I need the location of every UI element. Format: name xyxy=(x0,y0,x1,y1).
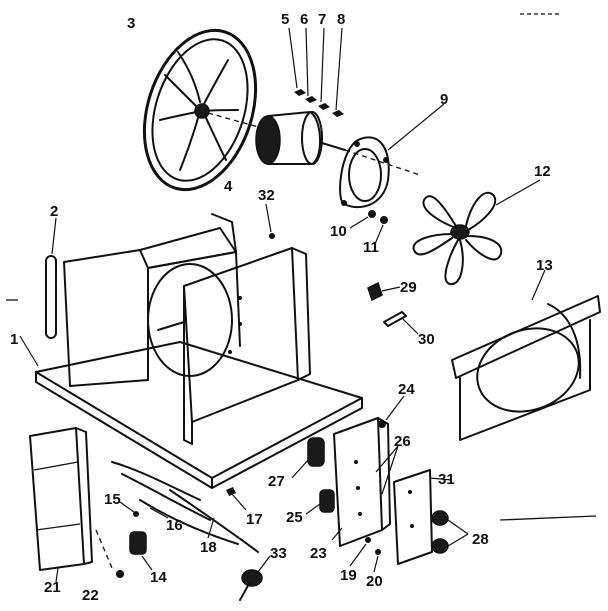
blower-wheel-part-3 xyxy=(142,28,263,192)
motor-mount-part-9 xyxy=(339,103,445,209)
callout-18: 18 xyxy=(200,539,217,556)
motor-part-4 xyxy=(255,111,421,176)
callout-20: 20 xyxy=(366,573,383,590)
hardware-part-24 xyxy=(378,395,405,428)
side-bracket-part-21 xyxy=(29,427,93,583)
callout-23: 23 xyxy=(310,545,327,562)
callout-11: 11 xyxy=(363,239,379,256)
callout-9: 9 xyxy=(440,91,448,108)
callout-28: 28 xyxy=(472,531,489,548)
gasket-part-2 xyxy=(45,217,57,339)
callout-24: 24 xyxy=(398,381,415,398)
callout-6: 6 xyxy=(300,11,308,28)
hardware-parts-10-11 xyxy=(349,210,388,245)
callout-30: 30 xyxy=(418,331,435,348)
callout-15: 15 xyxy=(104,491,121,508)
housing-bracket-part-32 xyxy=(157,203,311,445)
callout-26: 26 xyxy=(394,433,411,450)
callout-22: 22 xyxy=(82,587,99,604)
callout-21: 21 xyxy=(44,579,61,596)
callout-19: 19 xyxy=(340,567,357,584)
wire-harness-parts-14-18 xyxy=(111,461,259,571)
callout-5: 5 xyxy=(281,11,289,28)
hardware-parts-19-20 xyxy=(349,537,381,573)
hardware-part-17 xyxy=(226,487,247,511)
callout-12: 12 xyxy=(534,163,551,180)
callout-33: 33 xyxy=(270,545,287,562)
capacitor-part-27 xyxy=(291,437,325,479)
callout-8: 8 xyxy=(337,11,345,28)
fan-blade-part-12 xyxy=(412,179,541,286)
callout-16: 16 xyxy=(166,517,183,534)
callout-25: 25 xyxy=(286,509,303,526)
callout-labels: 1 2 3 4 5 6 7 8 9 10 11 12 13 14 15 16 1… xyxy=(10,11,553,604)
callout-29: 29 xyxy=(400,279,417,296)
switch-part-25 xyxy=(305,489,335,515)
fasteners-parts-5-8 xyxy=(288,27,344,117)
callout-27: 27 xyxy=(268,473,285,490)
callout-10: 10 xyxy=(330,223,347,240)
callout-14: 14 xyxy=(150,569,167,586)
callout-17: 17 xyxy=(246,511,263,528)
shroud-part-13 xyxy=(451,269,601,441)
hardware-parts-29-30 xyxy=(367,281,419,335)
hardware-part-26 xyxy=(375,445,399,495)
hardware-part-22 xyxy=(95,529,124,578)
callout-32: 32 xyxy=(258,187,275,204)
callout-3: 3 xyxy=(127,15,135,32)
switch-part-33 xyxy=(239,555,271,601)
callout-7: 7 xyxy=(318,11,326,28)
callout-31: 31 xyxy=(438,471,455,488)
callout-13: 13 xyxy=(536,257,553,274)
callout-2: 2 xyxy=(50,203,58,220)
control-plate-part-31 xyxy=(393,469,453,565)
callout-1: 1 xyxy=(10,331,18,348)
callout-4: 4 xyxy=(224,178,233,195)
control-bracket-part-23 xyxy=(331,417,391,547)
knobs-part-28 xyxy=(431,510,597,554)
